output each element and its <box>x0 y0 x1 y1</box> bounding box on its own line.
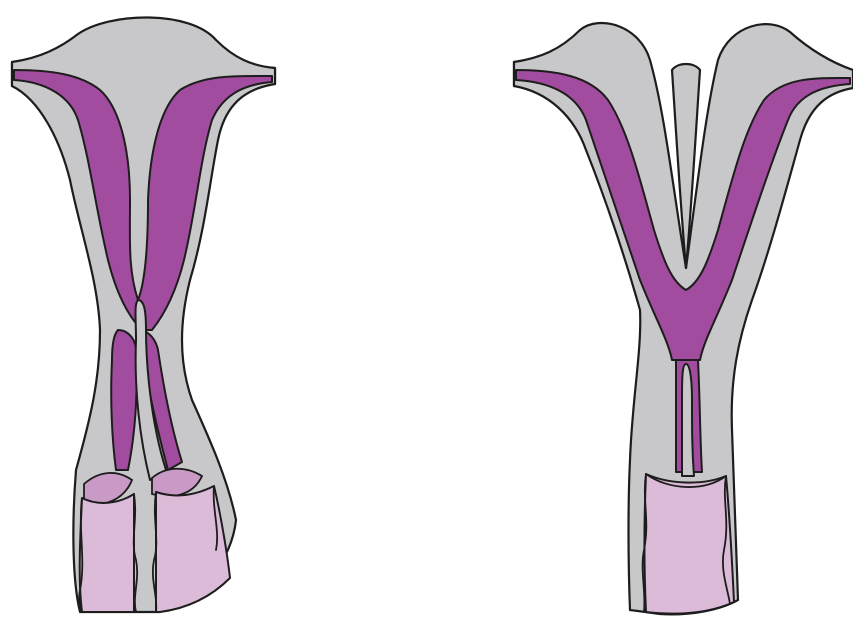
right-canal-septum <box>682 364 694 476</box>
left-vagina-left <box>80 494 134 612</box>
left-vagina-right <box>156 486 230 612</box>
right-uterus <box>514 23 853 614</box>
right-vagina <box>645 474 735 614</box>
left-uterus <box>12 17 275 612</box>
